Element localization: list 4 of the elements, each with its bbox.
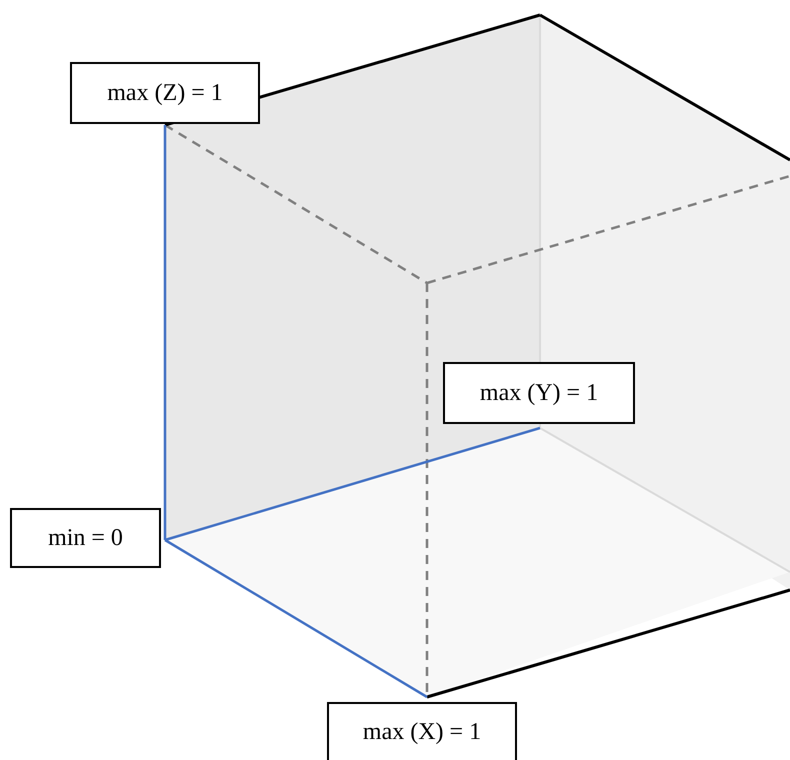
value-label: max (Y) = 1 xyxy=(443,362,635,424)
value-label: max (X) = 1 xyxy=(327,702,517,760)
value-label: min = 0 xyxy=(10,508,161,568)
value-label: max (Z) = 1 xyxy=(70,62,260,124)
